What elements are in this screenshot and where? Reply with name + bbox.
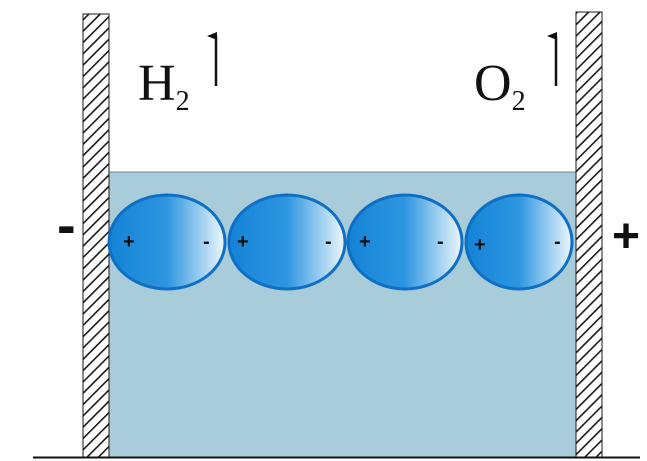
cathode-electrode (82, 13, 110, 459)
hydrogen-label: H2 (138, 55, 190, 117)
cathode-sign: - (57, 193, 76, 256)
anode-electrode (575, 11, 603, 459)
dipole-positive-label: + (359, 231, 371, 253)
dipole-body (464, 193, 574, 291)
dipole-negative-label: - (437, 231, 444, 253)
dipole-positive-label: + (123, 231, 135, 253)
dipole-negative-label: - (325, 231, 332, 253)
dipole-body (346, 193, 464, 291)
water-dipole: + - (346, 193, 464, 291)
dipole-body (107, 193, 227, 291)
dipole-negative-label: - (554, 231, 561, 253)
dipole-positive-label: + (237, 231, 249, 253)
water-dipole: + - (107, 193, 227, 291)
oxygen-label: O2 (474, 55, 526, 117)
anode-sign: + (612, 210, 640, 263)
dipole-body (227, 193, 347, 291)
dipole-negative-label: - (203, 231, 210, 253)
water-dipole: + - (227, 193, 347, 291)
dipole-positive-label: + (474, 234, 486, 256)
water-dipole: + - (464, 193, 574, 291)
